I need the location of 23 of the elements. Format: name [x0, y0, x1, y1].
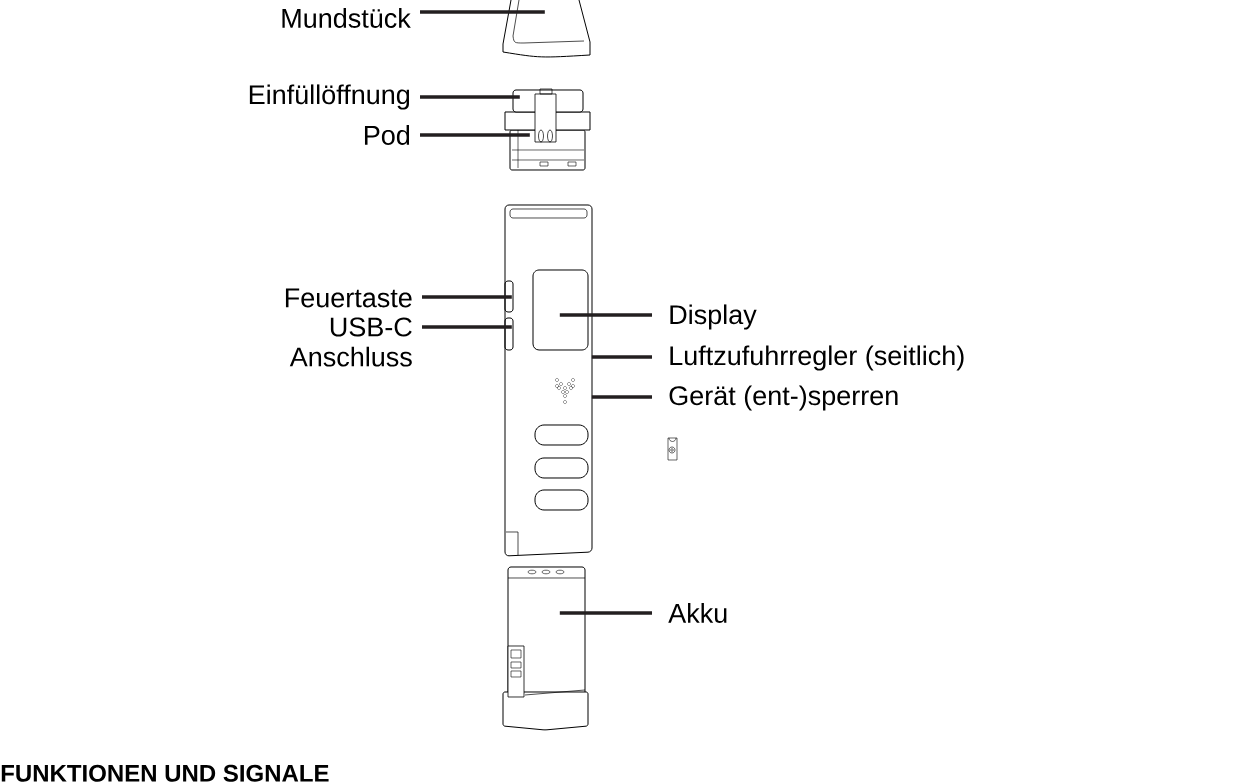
leader-line	[591, 395, 652, 399]
leader-line	[591, 355, 652, 359]
part-label: Luftzufuhrregler (seitlich)	[670, 345, 964, 371]
leader-line	[559, 611, 652, 615]
device-part-drawing	[504, 88, 591, 171]
part-label: Akku	[668, 603, 727, 623]
device-part-drawing	[502, 566, 589, 731]
part-label: Gerät (ent-)sperren	[669, 385, 898, 411]
part-label: Einfüllöffnung	[249, 84, 410, 110]
leader-line	[420, 95, 520, 99]
device-part-drawing	[504, 204, 593, 557]
part-label: Pod	[365, 125, 410, 145]
leader-line	[422, 295, 512, 299]
part-label: Feuertaste	[285, 288, 412, 308]
leader-line	[422, 325, 512, 329]
part-label: Display	[670, 304, 757, 330]
leader-line	[420, 10, 545, 14]
part-label: Mundstück	[282, 8, 411, 28]
device-part-drawing	[502, 0, 591, 58]
leader-line	[420, 133, 530, 137]
leader-line	[559, 313, 652, 317]
section-heading: FUNKTIONEN UND SIGNALE	[1, 764, 329, 782]
part-label: USB-C Anschluss	[289, 317, 412, 367]
